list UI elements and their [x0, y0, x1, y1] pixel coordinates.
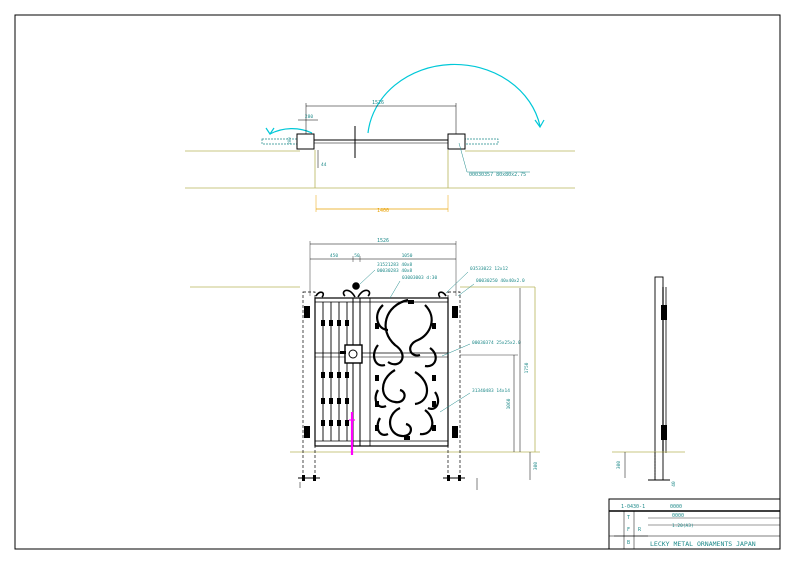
- dim-text: 1060: [506, 398, 512, 409]
- dim-text: 1750: [524, 362, 530, 373]
- leader: [439, 392, 471, 413]
- cell-b: B: [627, 540, 630, 546]
- hinges: [304, 306, 458, 438]
- dim-text: 1050: [402, 253, 413, 259]
- dim-text: 300: [616, 461, 622, 469]
- dim-text: 450: [330, 253, 338, 259]
- part-label: 00030374 25x25x2.0: [472, 340, 521, 346]
- post-anchor: [447, 475, 450, 481]
- post-left: [296, 133, 315, 150]
- cell-r: R: [638, 527, 642, 533]
- leader: [441, 343, 471, 357]
- dim-text: 40: [671, 481, 677, 487]
- title-frame: [608, 498, 781, 550]
- cell-t: T: [627, 515, 630, 521]
- left-bars: [322, 302, 348, 441]
- side-view: 300 40: [612, 276, 685, 487]
- swing-arc-small: [269, 128, 313, 135]
- top-plan-view: 1526 280 200 44 00030357 80x80x2.75 1400: [185, 63, 575, 214]
- gate-frame: [314, 297, 449, 447]
- swing-arrow: [534, 119, 545, 129]
- post-anchor: [313, 475, 316, 481]
- post-right: [447, 133, 466, 150]
- leader: [445, 271, 469, 294]
- side-hinge: [661, 305, 667, 320]
- part-label: 03003003 d:30: [402, 275, 438, 281]
- code-top: 0000: [670, 504, 682, 510]
- part-label: 31340483 14x14: [472, 388, 510, 394]
- dim-text: 1400: [377, 208, 389, 214]
- part-label: 03533022 12x12: [470, 266, 508, 272]
- swing-arrow: [265, 127, 275, 136]
- post-right: [447, 291, 461, 479]
- dim-text: 1526: [372, 100, 384, 106]
- scroll-panel: [372, 298, 440, 438]
- dim-text: 1526: [377, 238, 389, 244]
- title-block: 1-0430-1 0000 0000 1:20(A3) T F R B LECK…: [608, 498, 781, 550]
- post-anchor: [458, 475, 461, 481]
- leader: [457, 283, 475, 297]
- leader: [389, 280, 401, 299]
- wall-stub: [463, 138, 499, 145]
- company-name: LECKY METAL ORNAMENTS JAPAN: [650, 540, 756, 548]
- part-label: 31521283 40x8: [377, 262, 413, 268]
- dim-text: 280: [305, 114, 313, 120]
- dim-text: 44: [321, 162, 327, 168]
- scroll-collars: [375, 300, 436, 440]
- part-label: 00030250 40x40x2.0: [476, 278, 525, 284]
- post-anchor: [302, 475, 305, 481]
- bar-collars: [321, 320, 349, 426]
- front-elevation: 1526 450 50 1050: [190, 238, 540, 490]
- post-left: [302, 291, 316, 479]
- latch: [340, 344, 363, 364]
- dim-text: 50: [354, 253, 360, 259]
- leader: [458, 142, 468, 173]
- code-mid: 0000: [672, 513, 684, 519]
- top-finial: [315, 282, 447, 298]
- drawing-number: 1-0430-1: [621, 504, 645, 510]
- side-hinge: [661, 425, 667, 440]
- sheet-border: [14, 14, 781, 550]
- part-label: 00030283 40x8: [377, 268, 413, 274]
- leader: [359, 269, 376, 285]
- cell-f: F: [627, 527, 630, 533]
- scale-text: 1:20(A3): [672, 523, 694, 529]
- dim-text: 200: [287, 137, 292, 145]
- dim-text: 300: [533, 462, 539, 470]
- swing-arc-large: [367, 63, 541, 134]
- post-label: 00030357 80x80x2.75: [469, 172, 526, 178]
